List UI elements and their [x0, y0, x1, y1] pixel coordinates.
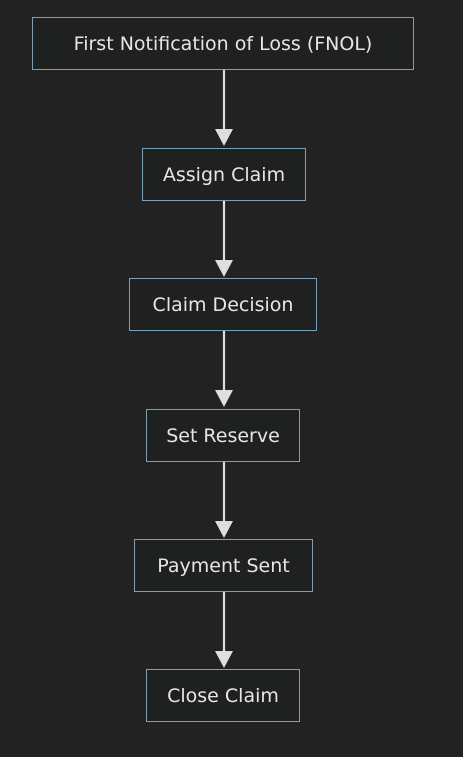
- arrowhead-fnol-to-assign-claim: [215, 129, 233, 146]
- arrowhead-assign-claim-to-claim-decision: [215, 260, 233, 277]
- node-set-reserve: Set Reserve: [146, 409, 300, 462]
- node-label: Assign Claim: [162, 163, 286, 186]
- node-claim-decision: Claim Decision: [129, 278, 317, 331]
- arrowhead-claim-decision-to-set-reserve: [215, 390, 233, 407]
- node-label: Close Claim: [167, 684, 279, 707]
- arrowhead-payment-sent-to-close-claim: [215, 651, 233, 668]
- node-label: First Notification of Loss (FNOL): [73, 32, 373, 55]
- node-label: Claim Decision: [152, 293, 294, 316]
- node-assign-claim: Assign Claim: [142, 148, 306, 201]
- node-close-claim: Close Claim: [146, 669, 300, 722]
- node-fnol: First Notification of Loss (FNOL): [32, 17, 414, 70]
- node-payment-sent: Payment Sent: [134, 539, 313, 592]
- arrowhead-set-reserve-to-payment-sent: [215, 521, 233, 538]
- node-label: Set Reserve: [166, 424, 280, 447]
- node-label: Payment Sent: [157, 554, 290, 577]
